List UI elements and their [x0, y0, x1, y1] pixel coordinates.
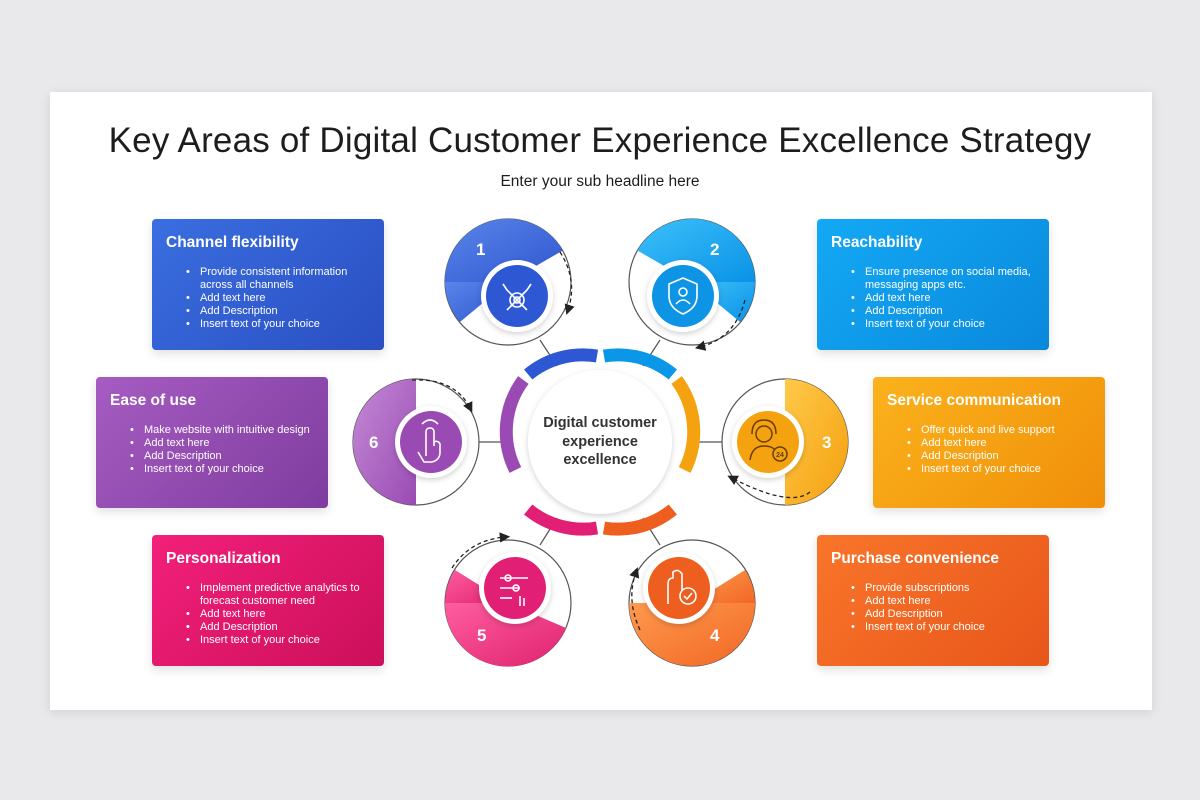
list-item: Provide subscriptions	[851, 582, 1035, 595]
list-item: Add Description	[907, 450, 1091, 463]
list-item: Add text here	[851, 292, 1035, 305]
list-item: Add text here	[851, 595, 1035, 608]
card-title: Reachability	[831, 234, 923, 251]
slider-touch-icon	[500, 574, 528, 606]
list-item: Add text here	[907, 437, 1091, 450]
list-item: Ensure presence on social media, messagi…	[851, 266, 1035, 292]
list-item: Insert text of your choice	[907, 463, 1091, 476]
list-item: Add Description	[186, 621, 370, 634]
card-ease-of-use: Ease of use Make website with intuitive …	[96, 377, 328, 508]
card-list: Implement predictive analytics to foreca…	[166, 582, 370, 647]
step-6-number: 6	[369, 433, 378, 452]
list-item: Add text here	[186, 292, 370, 305]
card-personalization: Personalization Implement predictive ana…	[152, 535, 384, 666]
step-3-number: 3	[822, 433, 831, 452]
card-service-communication: Service communication Offer quick and li…	[873, 377, 1105, 508]
step-6-node: 6	[352, 378, 480, 506]
card-title: Personalization	[166, 550, 281, 567]
card-title: Ease of use	[110, 392, 197, 409]
step-1-node: 1	[444, 218, 572, 346]
step-1-number: 1	[476, 240, 485, 259]
touch-hand-icon	[417, 419, 441, 463]
step-3-node: 24 3	[721, 378, 849, 506]
list-item: Add Description	[186, 305, 370, 318]
hand-check-icon	[667, 569, 697, 605]
list-item: Add Description	[851, 305, 1035, 318]
list-item: Provide consistent information across al…	[186, 266, 370, 292]
step-5-node: 5	[444, 539, 572, 667]
center-ring	[499, 348, 701, 536]
list-item: Insert text of your choice	[186, 634, 370, 647]
card-title: Service communication	[887, 392, 1062, 409]
list-item: Implement predictive analytics to foreca…	[186, 582, 370, 608]
cycle-arrows	[411, 251, 811, 631]
list-item: Add Description	[130, 450, 314, 463]
card-purchase-convenience: Purchase convenience Provide subscriptio…	[817, 535, 1049, 666]
center-line: experience	[562, 433, 638, 450]
gear-arrows-icon	[502, 283, 532, 311]
center-line: excellence	[563, 452, 637, 468]
icon-24-label: 24	[776, 452, 784, 459]
list-item: Offer quick and live support	[907, 424, 1091, 437]
support-agent-24-icon	[749, 419, 788, 462]
center-line: Digital customer	[543, 415, 657, 431]
page-title: Key Areas of Digital Customer Experience…	[108, 121, 1092, 160]
step-4-number: 4	[710, 626, 720, 645]
shield-user-icon	[668, 277, 698, 315]
card-channel-flexibility: Channel flexibility Provide consistent i…	[152, 219, 384, 350]
list-item: Insert text of your choice	[130, 463, 314, 476]
step-2-node: 2	[628, 218, 756, 346]
card-title: Channel flexibility	[166, 234, 299, 251]
list-item: Insert text of your choice	[851, 621, 1035, 634]
card-title: Purchase convenience	[831, 550, 999, 567]
list-item: Insert text of your choice	[186, 318, 370, 331]
card-reachability: Reachability Ensure presence on social m…	[817, 219, 1049, 350]
card-list: Ensure presence on social media, messagi…	[831, 266, 1035, 331]
list-item: Add Description	[851, 608, 1035, 621]
list-item: Make website with intuitive design	[130, 424, 314, 437]
card-list: Make website with intuitive design Add t…	[110, 424, 314, 476]
step-5-number: 5	[477, 626, 486, 645]
list-item: Insert text of your choice	[851, 318, 1035, 331]
card-list: Provide subscriptions Add text here Add …	[831, 582, 1035, 634]
list-item: Add text here	[186, 608, 370, 621]
step-4-node: 4	[628, 539, 756, 667]
card-list: Provide consistent information across al…	[166, 266, 370, 331]
list-item: Add text here	[130, 437, 314, 450]
step-2-number: 2	[710, 240, 719, 259]
center-label: Digital customer experience excellence	[530, 414, 670, 470]
card-list: Offer quick and live support Add text he…	[887, 424, 1091, 476]
center-hub	[528, 370, 672, 514]
page-subtitle: Enter your sub headline here	[500, 173, 700, 190]
